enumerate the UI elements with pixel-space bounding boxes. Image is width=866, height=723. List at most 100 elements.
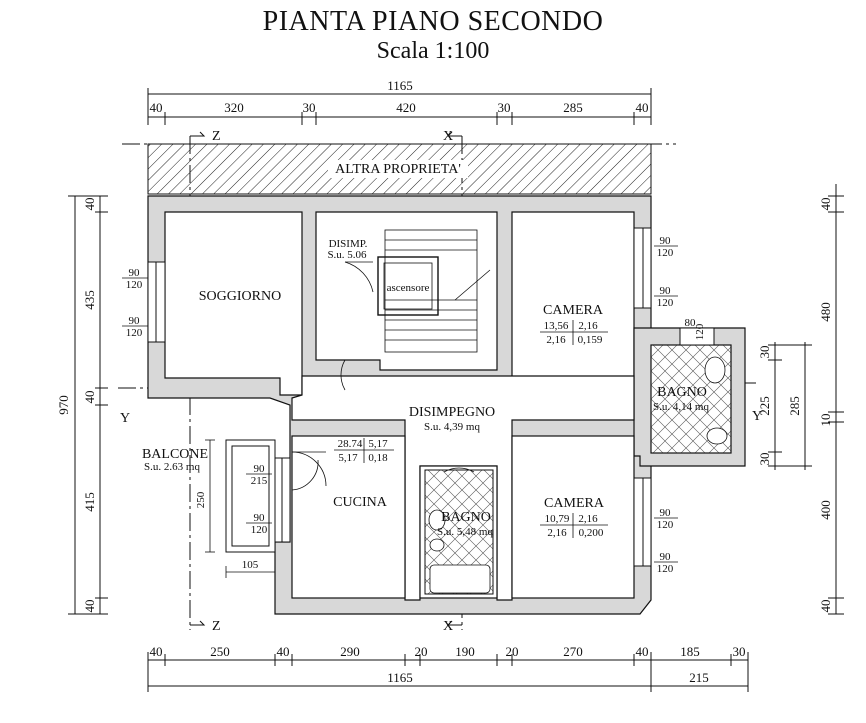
- win-balc1-h: 215: [251, 475, 268, 487]
- dim-bottom-6: 190: [455, 644, 475, 659]
- dim-right-inner-total: 285: [787, 396, 802, 416]
- section-z-top: Z: [212, 129, 221, 144]
- dim-top-6: 285: [563, 100, 583, 115]
- top-dimensions: [147, 88, 652, 125]
- room-bagno2-area: S.u. 5,48 mq: [437, 526, 493, 538]
- doors: [291, 261, 475, 491]
- room-camera1-name: CAMERA: [543, 303, 604, 318]
- dim-bottom-11: 30: [733, 644, 746, 659]
- win-left1-h: 120: [126, 279, 143, 291]
- dim-bottom-2: 250: [210, 644, 230, 659]
- dim-top-5: 30: [498, 100, 511, 115]
- room-bagno1-area: S.u. 4,14 mq: [653, 401, 709, 413]
- dim-right-1: 40: [818, 198, 833, 211]
- win-cam1b-w: 90: [660, 285, 672, 297]
- right-dimensions: [768, 184, 844, 615]
- room-disimp-area: S.u. 5.06: [327, 249, 367, 261]
- room-cucina-name: CUCINA: [333, 495, 388, 510]
- balcony-width: 105: [242, 559, 259, 571]
- other-property-label: ALTRA PROPRIETA': [335, 162, 461, 177]
- room-camera2-rd: 0,200: [579, 527, 604, 539]
- room-soggiorno: SOGGIORNO: [199, 289, 281, 304]
- win-bagno-h: 120: [694, 323, 706, 340]
- dim-top-2: 320: [224, 100, 244, 115]
- dim-bottom-total-b: 215: [689, 670, 709, 685]
- dim-top-3: 30: [303, 100, 316, 115]
- balcony-depth: 250: [195, 491, 207, 508]
- dim-bottom-total: 1165: [387, 670, 413, 685]
- win-balc1-w: 90: [254, 463, 266, 475]
- fixtures: [428, 356, 728, 594]
- dim-top-4: 420: [396, 100, 416, 115]
- dim-bottom-8: 270: [563, 644, 583, 659]
- dim-right-5: 40: [818, 600, 833, 613]
- left-dimensions: [68, 195, 108, 615]
- room-camera2-ra: 10,79: [545, 513, 570, 525]
- room-cucina-rd: 0,18: [368, 452, 388, 464]
- win-cam1b-h: 120: [657, 297, 674, 309]
- elevator-label: ascensore: [387, 282, 430, 294]
- room-balcone-area: S.u. 2.63 mq: [144, 461, 200, 473]
- dim-bottom-5: 20: [415, 644, 428, 659]
- win-left1-w: 90: [129, 267, 141, 279]
- plan-title: PIANTA PIANO SECONDO: [262, 6, 604, 37]
- dim-bottom-3: 40: [277, 644, 290, 659]
- dim-left-5: 40: [82, 600, 97, 613]
- win-bagno-w: 80: [685, 317, 697, 329]
- win-balc2-h: 120: [251, 524, 268, 536]
- walls: [147, 195, 746, 615]
- room-camera2-rc: 2,16: [547, 527, 567, 539]
- dim-left-total: 970: [56, 395, 71, 415]
- section-x-bottom: X: [443, 619, 453, 634]
- dim-top-total: 1165: [387, 78, 413, 93]
- win-balc2-w: 90: [254, 512, 266, 524]
- room-cucina-rc: 5,17: [338, 452, 358, 464]
- win-cam1a-h: 120: [657, 247, 674, 259]
- room-camera1-rd: 0,159: [578, 334, 603, 346]
- dim-right-inner-3: 30: [757, 453, 772, 466]
- room-bagno1-name: BAGNO: [657, 385, 707, 400]
- win-left2-h: 120: [126, 327, 143, 339]
- room-disimp-name: DISIMP.: [329, 238, 368, 250]
- room-camera2-name: CAMERA: [544, 496, 605, 511]
- section-z-bottom: Z: [212, 619, 221, 634]
- dim-left-2: 435: [82, 290, 97, 310]
- dim-bottom-10: 185: [680, 644, 700, 659]
- dim-bottom-9: 40: [636, 644, 649, 659]
- dim-right-4: 400: [818, 500, 833, 520]
- room-disimpegno-name: DISIMPEGNO: [409, 405, 495, 420]
- dim-right-inner-2: 225: [757, 396, 772, 416]
- room-camera1-rc: 2,16: [546, 334, 566, 346]
- dim-left-4: 415: [82, 492, 97, 512]
- dim-bottom-4: 290: [340, 644, 360, 659]
- dim-bottom-7: 20: [506, 644, 519, 659]
- dim-right-3: 10: [818, 414, 833, 427]
- dim-left-1: 40: [82, 198, 97, 211]
- win-cam2b-w: 90: [660, 551, 672, 563]
- dim-top-1: 40: [150, 100, 163, 115]
- room-cucina-ra: 28.74: [338, 438, 363, 450]
- win-cam2a-h: 120: [657, 519, 674, 531]
- room-bagno2-name: BAGNO: [441, 510, 491, 525]
- room-camera2-rb: 2,16: [578, 513, 598, 525]
- dim-right-2: 480: [818, 302, 833, 322]
- section-y-left: Y: [120, 411, 130, 426]
- win-cam2a-w: 90: [660, 507, 672, 519]
- balcony: [225, 439, 276, 553]
- win-left2-w: 90: [129, 315, 141, 327]
- win-cam1a-w: 90: [660, 235, 672, 247]
- room-cucina-rb: 5,17: [368, 438, 388, 450]
- plan-scale: Scala 1:100: [376, 38, 490, 64]
- dim-right-inner-1: 30: [757, 346, 772, 359]
- win-cam2b-h: 120: [657, 563, 674, 575]
- room-disimpegno-area: S.u. 4,39 mq: [424, 421, 480, 433]
- section-x-top: X: [443, 129, 453, 144]
- dim-left-3: 40: [82, 391, 97, 404]
- dim-bottom-1: 40: [150, 644, 163, 659]
- room-camera1-ra: 13,56: [544, 320, 569, 332]
- section-y-right: Y: [752, 409, 762, 424]
- stairwell: [377, 229, 491, 353]
- windows: [147, 227, 715, 567]
- room-camera1-rb: 2,16: [578, 320, 598, 332]
